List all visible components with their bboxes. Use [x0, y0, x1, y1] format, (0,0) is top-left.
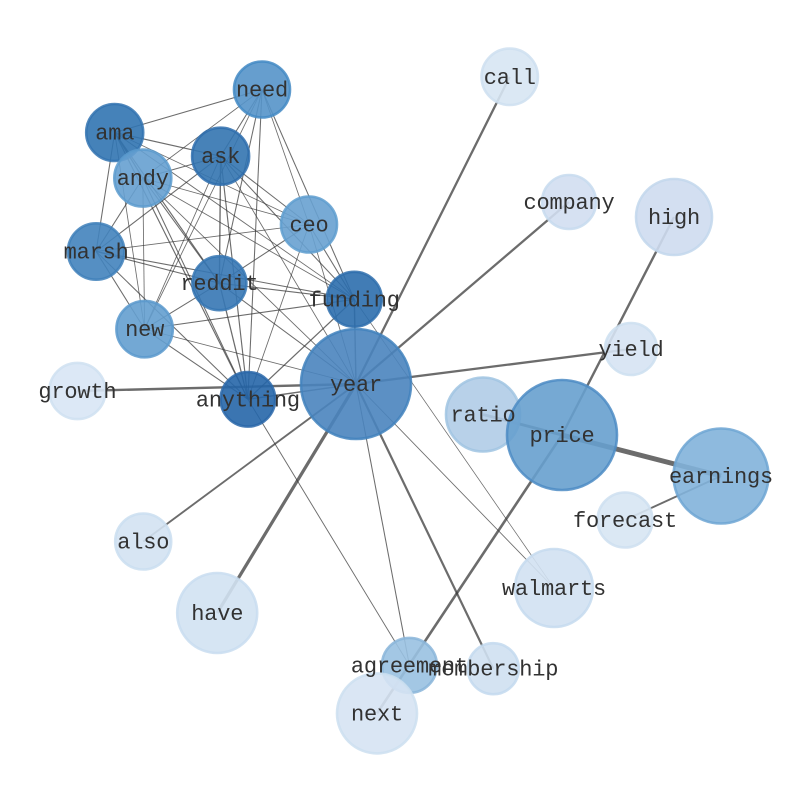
svg-text:company: company — [523, 191, 614, 216]
svg-text:ratio: ratio — [450, 404, 515, 429]
svg-text:ama: ama — [95, 122, 134, 147]
svg-text:reddit: reddit — [180, 272, 258, 297]
svg-text:ceo: ceo — [289, 214, 328, 239]
svg-text:next: next — [351, 702, 403, 727]
svg-text:also: also — [117, 531, 169, 556]
svg-text:funding: funding — [309, 288, 400, 313]
svg-text:agreement: agreement — [351, 654, 468, 679]
svg-text:call: call — [484, 66, 536, 91]
svg-text:growth: growth — [38, 380, 116, 405]
svg-text:anything: anything — [196, 388, 300, 413]
svg-text:new: new — [125, 318, 164, 343]
svg-text:membership: membership — [428, 658, 558, 683]
svg-text:walmarts: walmarts — [502, 577, 606, 602]
svg-text:yield: yield — [598, 338, 663, 363]
svg-text:high: high — [648, 206, 700, 231]
svg-text:forecast: forecast — [573, 509, 677, 534]
svg-text:ask: ask — [201, 145, 240, 170]
svg-text:earnings: earnings — [669, 465, 773, 490]
svg-text:andy: andy — [117, 167, 169, 192]
svg-text:have: have — [191, 602, 243, 627]
svg-text:price: price — [529, 424, 594, 449]
svg-text:need: need — [236, 79, 288, 104]
svg-text:year: year — [330, 373, 382, 398]
svg-text:marsh: marsh — [64, 241, 129, 266]
